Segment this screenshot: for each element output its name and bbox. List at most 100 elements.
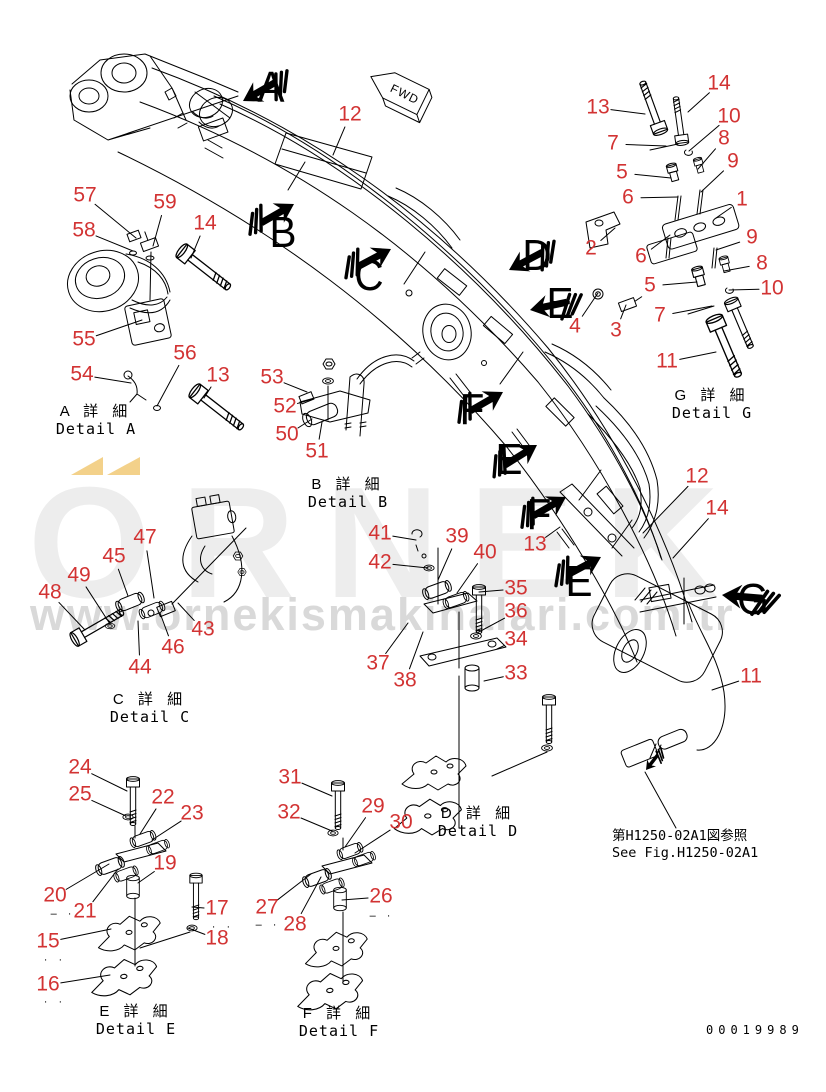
part-callout-6: 6 bbox=[635, 244, 647, 268]
view-arrow bbox=[646, 746, 665, 770]
detail-label-en: Detail F bbox=[298, 1021, 380, 1040]
part-callout-10: 10 bbox=[760, 276, 784, 300]
view-letter-B: B bbox=[269, 208, 297, 257]
view-arrow bbox=[248, 203, 294, 236]
part-callout-9: 9 bbox=[727, 149, 739, 173]
detail-label-jp: E 詳 細 bbox=[99, 1003, 173, 1020]
part-callout-22: 22 bbox=[151, 785, 175, 809]
detail-label-en: Detail B bbox=[307, 492, 389, 511]
part-callout-15: 15 bbox=[36, 929, 60, 953]
part-callout-6: 6 bbox=[622, 185, 634, 209]
part-callout-31: 31 bbox=[278, 765, 302, 789]
part-callout-37: 37 bbox=[366, 651, 390, 675]
part-callout-21: 21 bbox=[73, 899, 97, 923]
holder-assembly-art bbox=[188, 87, 234, 159]
part-callout-58: 58 bbox=[72, 218, 96, 242]
part-callout-11: 11 bbox=[740, 664, 762, 688]
part-callout-5: 5 bbox=[644, 273, 656, 297]
part-callout-17: 17 bbox=[205, 896, 229, 920]
detail-label-en: Detail D bbox=[437, 821, 519, 840]
clamp-block-group-art bbox=[585, 78, 759, 381]
part-callout-26: 26 bbox=[369, 884, 393, 908]
tick-mark: – · bbox=[255, 919, 281, 931]
tick-mark: · · bbox=[43, 996, 67, 1008]
boom-tip-art bbox=[559, 483, 726, 829]
part-callout-45: 45 bbox=[102, 544, 126, 568]
view-arrow bbox=[554, 555, 601, 588]
part-callout-50: 50 bbox=[275, 422, 299, 446]
part-callout-10: 10 bbox=[717, 104, 741, 128]
part-callout-57: 57 bbox=[73, 183, 97, 207]
part-callout-23: 23 bbox=[180, 801, 204, 825]
part-callout-12: 12 bbox=[338, 102, 362, 126]
part-callout-9: 9 bbox=[746, 225, 758, 249]
view-direction-arrows bbox=[243, 69, 781, 770]
detail-e-art bbox=[88, 776, 203, 1000]
detail-label-en: Detail C bbox=[109, 707, 191, 726]
detail-label-en: Detail G bbox=[671, 403, 753, 422]
part-callout-25: 25 bbox=[68, 782, 92, 806]
part-callout-59: 59 bbox=[153, 190, 177, 214]
view-letter-E: E bbox=[546, 279, 574, 328]
view-letter-E: E bbox=[495, 435, 523, 484]
part-callout-24: 24 bbox=[68, 755, 92, 779]
view-arrow bbox=[243, 69, 289, 102]
view-arrow bbox=[530, 292, 583, 321]
part-callout-39: 39 bbox=[445, 524, 469, 548]
part-callout-14: 14 bbox=[705, 496, 729, 520]
part-callout-1: 1 bbox=[736, 187, 748, 211]
part-callout-47: 47 bbox=[133, 525, 157, 549]
fwd-sign: FWD bbox=[370, 72, 433, 124]
part-callout-14: 14 bbox=[193, 211, 217, 235]
detail-label-jp: A 詳 細 bbox=[59, 403, 133, 420]
tick-mark: · · bbox=[43, 954, 67, 966]
part-callout-18: 18 bbox=[205, 926, 229, 950]
part-callout-40: 40 bbox=[473, 540, 497, 564]
part-callout-8: 8 bbox=[718, 126, 730, 150]
detail-label-jp: B 詳 細 bbox=[311, 476, 385, 493]
leader-lines bbox=[58, 92, 760, 984]
part-callout-4: 4 bbox=[569, 314, 581, 338]
part-callout-14: 14 bbox=[707, 71, 731, 95]
part-callout-29: 29 bbox=[361, 794, 385, 818]
part-callout-13: 13 bbox=[586, 95, 610, 119]
part-callout-55: 55 bbox=[72, 327, 96, 351]
watermark-umlaut-triangles bbox=[71, 457, 140, 475]
view-letter-F: F bbox=[459, 385, 485, 434]
part-callout-13: 13 bbox=[523, 532, 547, 556]
part-callout-33: 33 bbox=[504, 661, 528, 685]
detail-b-art bbox=[298, 351, 425, 437]
drawing-number: 00019989 bbox=[706, 1023, 804, 1037]
part-callout-13: 13 bbox=[206, 363, 230, 387]
part-callout-51: 51 bbox=[305, 439, 329, 463]
part-callout-32: 32 bbox=[277, 800, 301, 824]
detail-label-jp: C 詳 細 bbox=[112, 691, 188, 708]
part-callout-56: 56 bbox=[173, 341, 197, 365]
view-arrow bbox=[722, 584, 781, 616]
part-callout-3: 3 bbox=[610, 318, 622, 342]
view-arrow bbox=[457, 391, 503, 424]
part-callout-2: 2 bbox=[585, 236, 597, 260]
part-callout-49: 49 bbox=[67, 563, 91, 587]
part-callout-44: 44 bbox=[128, 655, 152, 679]
view-letter-E: E bbox=[565, 557, 593, 606]
part-callout-30: 30 bbox=[389, 810, 413, 834]
part-callout-7: 7 bbox=[654, 303, 666, 327]
part-callout-46: 46 bbox=[161, 635, 185, 659]
view-letter-A: A bbox=[257, 63, 285, 112]
detail-c-art bbox=[67, 494, 247, 649]
part-callout-20: 20 bbox=[43, 883, 67, 907]
detail-f-art bbox=[294, 780, 378, 1014]
part-callout-7: 7 bbox=[607, 131, 619, 155]
view-letter-C: C bbox=[354, 251, 384, 300]
boom-foot-art bbox=[69, 53, 239, 141]
part-callout-27: 27 bbox=[255, 895, 279, 919]
part-callout-41: 41 bbox=[368, 521, 392, 545]
tick-mark: – · bbox=[369, 910, 395, 922]
